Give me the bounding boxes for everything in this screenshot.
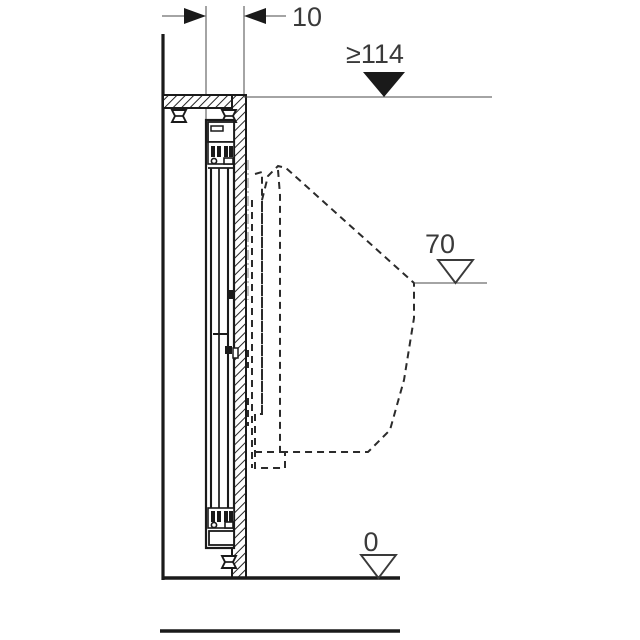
hollow-triangle-level-icon-0 <box>359 554 398 580</box>
service-pin-c-icon <box>224 511 228 522</box>
anchor-bolt-icon-top-left <box>170 109 188 123</box>
level-marker-114: ≥114 <box>244 39 492 98</box>
structure-group <box>160 34 400 633</box>
valve-pin-a-icon <box>211 146 215 157</box>
level-label-114: ≥114 <box>346 39 404 69</box>
concealed-cistern-frame <box>204 118 239 550</box>
foot-plate-outline <box>208 530 235 546</box>
filled-triangle-level-icon-114 <box>363 72 405 97</box>
flush-plate-housing <box>207 121 235 143</box>
valve-pin-c-icon <box>224 146 228 157</box>
frame-bracket-upper-icon <box>227 290 233 299</box>
service-pin-b-icon <box>217 511 221 522</box>
wall-tie-icon <box>232 347 239 359</box>
urinal-body-profile <box>254 164 415 469</box>
valve-pin-d-icon <box>229 146 233 157</box>
hollow-triangle-level-icon-70 <box>436 259 475 285</box>
frame-bracket-lower-icon <box>225 346 232 354</box>
flush-plate-slot <box>210 125 224 132</box>
level-marker-0: 0 <box>359 527 398 580</box>
valve-pin-b-icon <box>217 146 221 157</box>
valve-port-circle-icon <box>210 157 218 165</box>
arrow-right-icon <box>184 8 206 24</box>
service-pin-a-icon <box>211 511 215 522</box>
level-label-0: 0 <box>363 527 378 557</box>
urinal-ceramic-outline <box>247 164 415 469</box>
urinal-inner-rim-line <box>277 169 281 452</box>
service-port-circle-icon <box>210 521 218 529</box>
anchor-bolt-icon-bottom <box>220 555 238 569</box>
level-marker-70: 70 <box>414 229 487 285</box>
arrow-left-icon <box>244 8 266 24</box>
level-label-70: 70 <box>425 229 455 259</box>
service-connector-icon <box>224 521 234 529</box>
dimension-label-10: 10 <box>292 2 322 32</box>
valve-connector-icon <box>223 157 234 165</box>
top-dimension-group: 10 <box>162 2 322 120</box>
urinal-back-contact-line <box>254 170 263 414</box>
service-pin-d-icon <box>229 511 233 522</box>
